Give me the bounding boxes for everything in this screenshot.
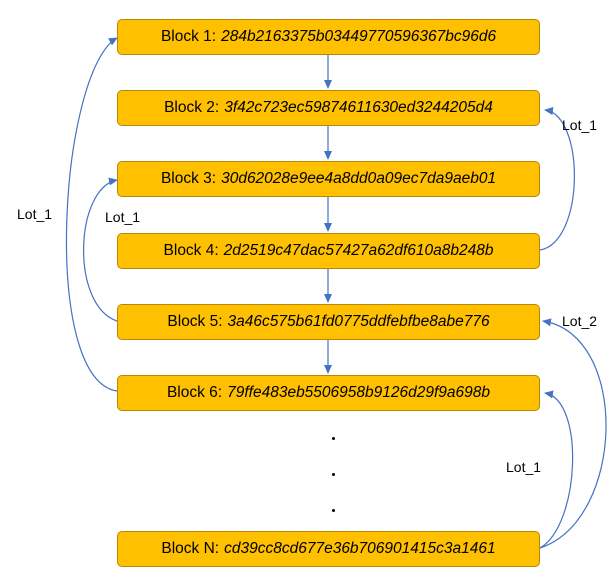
- block-n-hash: cd39cc8cd677e36b706901415c3a1461: [224, 540, 496, 557]
- block-3-label: Block 3:: [160, 170, 217, 187]
- block-6: Block 6: 79ffe483eb5506958b9126d29f9a698…: [117, 375, 540, 411]
- block-6-label: Block 6:: [166, 384, 223, 401]
- block-4: Block 4: 2d2519c47dac57427a62df610a8b248…: [117, 233, 540, 269]
- block-1-label: Block 1:: [160, 28, 217, 45]
- lot-arrow-4-2: [539, 107, 575, 251]
- ellipsis-dot-2: [332, 473, 335, 476]
- block-2-label: Block 2:: [164, 99, 220, 116]
- lot-label-N-6: Lot_1: [506, 459, 542, 475]
- block-2-hash: 3f42c723ec59874611630ed3244205d4: [224, 99, 493, 116]
- block-3-hash: 30d62028e9ee4a8dd0a09ec7da9aeb01: [221, 170, 497, 187]
- block-4-hash: 2d2519c47dac57427a62df610a8b248b: [223, 242, 494, 259]
- block-4-label: Block 4:: [163, 242, 219, 259]
- block-2: Block 2: 3f42c723ec59874611630ed3244205d…: [117, 90, 540, 126]
- lot-arrow-N-5: [539, 318, 607, 549]
- lot-label-6-1: Lot_1: [17, 206, 53, 222]
- ellipsis-dot-3: [332, 509, 335, 512]
- block-5: Block 5: 3a46c575b61fd0775ddfebfbe8abe77…: [117, 304, 540, 340]
- lot-arrow-5-3: [83, 177, 118, 322]
- block-1: Block 1: 284b2163375b03449770596367bc96d…: [117, 19, 540, 55]
- block-1-hash: 284b2163375b03449770596367bc96d6: [221, 28, 497, 45]
- block-3: Block 3: 30d62028e9ee4a8dd0a09ec7da9aeb0…: [117, 161, 540, 197]
- block-5-label: Block 5:: [167, 313, 223, 330]
- lot-label-N-5: Lot_2: [562, 313, 598, 329]
- block-n-label: Block N:: [161, 540, 220, 557]
- lot-arrow-6-1: [65, 37, 118, 392]
- lot-label-5-3: Lot_1: [105, 209, 141, 225]
- block-6-hash: 79ffe483eb5506958b9126d29f9a698b: [227, 384, 491, 401]
- ellipsis-dot-1: [332, 437, 335, 440]
- lot-arrow-N-6: [539, 390, 574, 549]
- block-n: Block N: cd39cc8cd677e36b706901415c3a146…: [117, 531, 540, 567]
- block-5-hash: 3a46c575b61fd0775ddfebfbe8abe776: [227, 313, 490, 330]
- lot-label-4-2: Lot_1: [562, 117, 598, 133]
